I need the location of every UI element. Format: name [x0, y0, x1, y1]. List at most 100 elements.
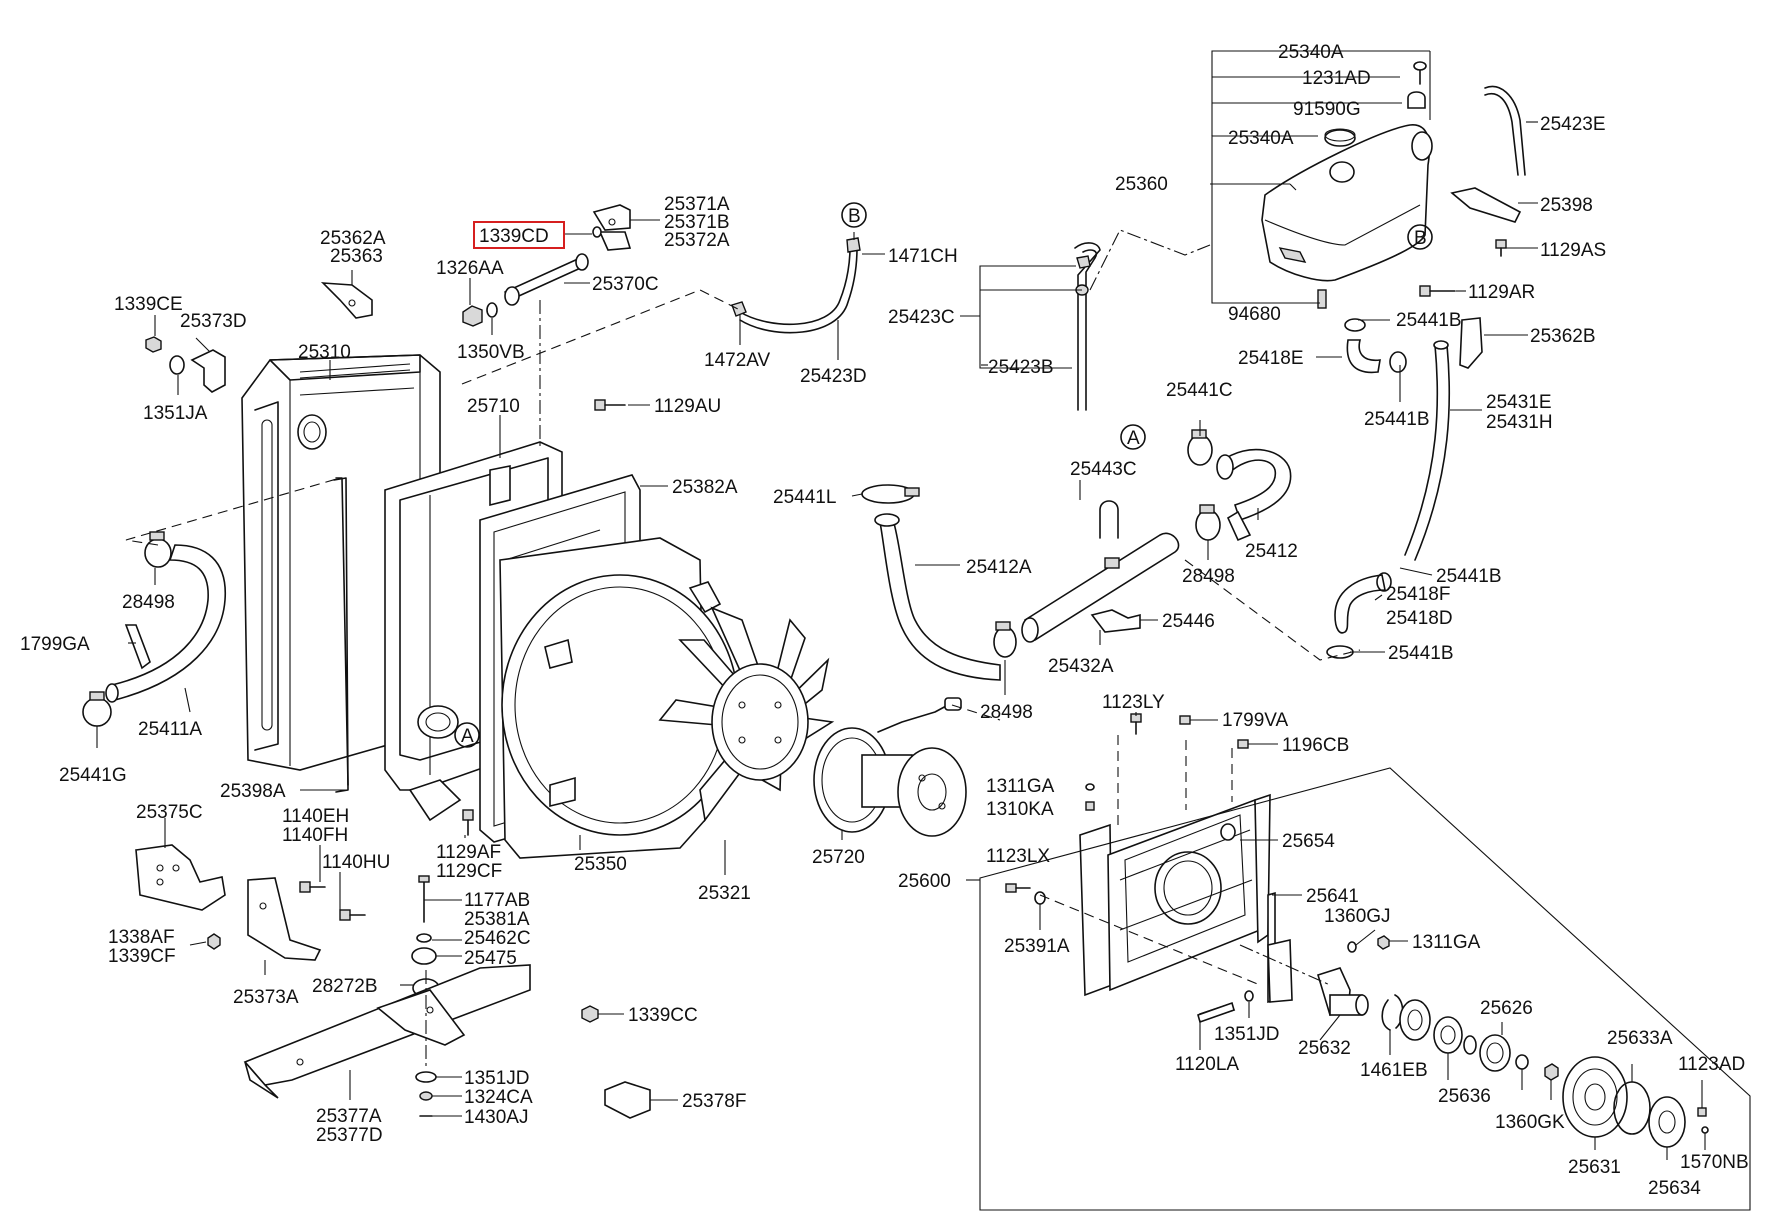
clip-91590G: [1407, 91, 1426, 109]
label-25631: 25631: [1568, 1157, 1621, 1178]
label-1129AF: 1129AF: [436, 842, 501, 863]
ref-circle-A-top: [1120, 424, 1146, 450]
label-94680: 94680: [1228, 304, 1281, 325]
label-1471CH: 1471CH: [888, 246, 958, 267]
label-1338AF: 1338AF: [108, 927, 175, 948]
label-25412: 25412: [1245, 541, 1298, 562]
bolt-1231AD: [1413, 61, 1427, 85]
label-25441B-4: 25441B: [1388, 643, 1454, 664]
label-1339CE: 1339CE: [114, 294, 183, 315]
label-25398A: 25398A: [220, 781, 286, 802]
label-25310: 25310: [298, 342, 351, 363]
crossmember-25377A: [243, 964, 531, 1099]
label-25377D: 25377D: [316, 1125, 383, 1146]
label-25443C: 25443C: [1070, 459, 1137, 480]
bolt-1129AR: [1419, 285, 1456, 297]
label-1196CB: 1196CB: [1282, 735, 1349, 756]
label-1351JD-right: 1351JD: [1214, 1024, 1280, 1045]
label-1129CF: 1129CF: [436, 861, 502, 882]
bolt-1129AS: [1495, 239, 1507, 257]
bolt-1120LA: [1197, 1001, 1235, 1024]
label-25441B-2: 25441B: [1364, 409, 1430, 430]
hose-25418D: [1326, 572, 1392, 659]
label-1123LY: 1123LY: [1102, 692, 1165, 713]
ref-circle-A-left: [454, 722, 480, 748]
bolt-1129AU: [594, 399, 626, 411]
label-B-tank: B: [1414, 228, 1427, 249]
reference-markers: [454, 202, 1433, 748]
hose-25423C: [1074, 242, 1101, 411]
label-25431E: 25431E: [1486, 392, 1552, 413]
ref-circle-B-top: [841, 202, 867, 228]
label-25431H: 25431H: [1486, 412, 1553, 433]
hose-25412A: [874, 513, 1001, 681]
label-1231AD: 1231AD: [1302, 68, 1371, 89]
highlight-box-1339CD: [473, 221, 565, 249]
clamp-28498-center: [993, 621, 1017, 658]
pulley-25631: [1562, 1056, 1628, 1138]
bracket-25373A: [247, 877, 322, 961]
label-28272B: 28272B: [312, 976, 378, 997]
label-25411A: 25411A: [138, 719, 202, 740]
label-25710: 25710: [467, 396, 520, 417]
assembly-dashed-lines: [125, 229, 1361, 1070]
label-25382A: 25382A: [672, 477, 738, 498]
bracket-25375C: [135, 844, 226, 911]
tensioner-25632: [1317, 967, 1369, 1016]
label-25350: 25350: [574, 854, 627, 875]
label-25377A: 25377A: [316, 1106, 382, 1127]
label-25475: 25475: [464, 948, 517, 969]
label-1339CC: 1339CC: [628, 1005, 698, 1026]
fan-25321: [658, 606, 835, 822]
label-1140EH: 1140EH: [282, 806, 349, 827]
label-25418F: 25418F: [1386, 584, 1450, 605]
clip-25443C: [1099, 500, 1119, 539]
rod-25370C: [504, 253, 589, 306]
ref-circle-B-tank: [1407, 224, 1433, 250]
cap-25340A: [1324, 128, 1356, 147]
label-1311GA-top: 1311GA: [986, 776, 1055, 797]
label-25391A: 25391A: [1004, 936, 1070, 957]
hose-25431E: [1404, 340, 1451, 561]
label-25626: 25626: [1480, 998, 1533, 1019]
label-25371B: 25371B: [664, 212, 730, 233]
label-25371A: 25371A: [664, 194, 730, 215]
hose-25418E: [1344, 318, 1407, 374]
label-25423D: 25423D: [800, 366, 867, 387]
label-25418D: 25418D: [1386, 608, 1453, 629]
label-25632: 25632: [1298, 1038, 1351, 1059]
label-A-top: A: [1127, 428, 1140, 449]
label-25441G: 25441G: [59, 765, 127, 786]
label-1140HU: 1140HU: [322, 852, 390, 873]
label-25462C: 25462C: [464, 928, 531, 949]
label-1140FH: 1140FH: [282, 825, 348, 846]
label-25370C: 25370C: [592, 274, 659, 295]
label-25636: 25636: [1438, 1086, 1491, 1107]
label-25381A: 25381A: [464, 909, 530, 930]
clamp-28498-right: [1195, 504, 1221, 541]
label-1311GA-right: 1311GA: [1412, 932, 1481, 953]
label-B-top: B: [848, 206, 861, 227]
label-28498-left: 28498: [122, 592, 175, 613]
label-1129AS: 1129AS: [1540, 240, 1606, 261]
label-1123AD: 1123AD: [1678, 1054, 1745, 1075]
pipe-25432A: [1021, 532, 1180, 643]
label-25423C: 25423C: [888, 307, 955, 328]
label-25321: 25321: [698, 883, 751, 904]
label-25373D: 25373D: [180, 311, 247, 332]
bearing-group-25636: [1399, 999, 1559, 1081]
cover-25634: [1648, 1096, 1686, 1148]
label-25373A: 25373A: [233, 987, 299, 1008]
label-25418E: 25418E: [1238, 348, 1304, 369]
label-25372A: 25372A: [664, 230, 730, 251]
bracket-25446: [1090, 609, 1141, 633]
bracket-25371A: [592, 204, 632, 251]
label-25600: 25600: [898, 871, 951, 892]
label-25360: 25360: [1115, 174, 1168, 195]
bracket-25398: [1450, 187, 1522, 223]
bracket-25378F: [604, 1081, 651, 1119]
label-1326AA: 1326AA: [436, 258, 504, 279]
label-25446: 25446: [1162, 611, 1215, 632]
label-1120LA: 1120LA: [1175, 1054, 1239, 1075]
label-1324CA: 1324CA: [464, 1087, 533, 1108]
